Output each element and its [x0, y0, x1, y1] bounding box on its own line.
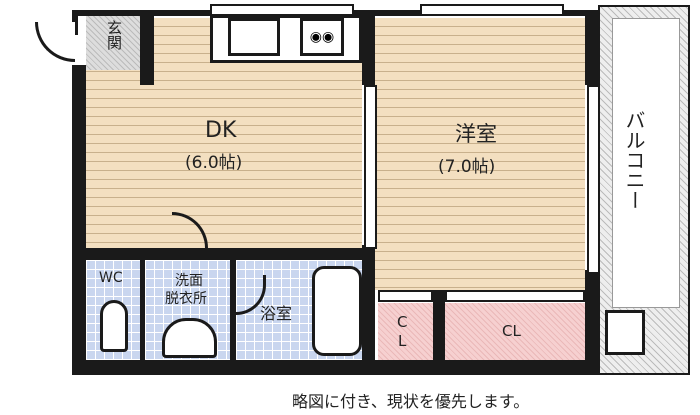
closet-large: [445, 303, 585, 360]
wc-label: WC: [99, 270, 123, 286]
washroom-label-2: 脱衣所: [165, 291, 207, 307]
dk-label: DK: [205, 118, 237, 143]
closet-small-door[interactable]: [378, 290, 433, 302]
washbasin-icon: [162, 318, 217, 358]
balcony-label: バルコニー: [622, 110, 646, 210]
sliding-door-dk-western[interactable]: [364, 85, 377, 249]
closet-large-label: CL: [502, 322, 521, 340]
closet-small: [378, 303, 433, 360]
balcony-window[interactable]: [587, 85, 600, 274]
sink-icon: [228, 18, 280, 56]
western-size: (7.0帖): [438, 157, 496, 177]
stove-icon: ◉◉: [300, 18, 344, 56]
entrance-door[interactable]: [35, 22, 75, 62]
disclaimer-caption: 略図に付き、現状を優先します。: [292, 392, 530, 411]
closet-large-door[interactable]: [445, 290, 585, 302]
western-label: 洋室: [455, 122, 497, 146]
entrance-label: 玄関: [105, 20, 123, 50]
toilet-icon: [100, 300, 128, 352]
entrance-area: [86, 15, 140, 70]
top-window-western[interactable]: [420, 4, 564, 16]
closet-small-label-2: L: [398, 332, 407, 350]
bathtub-icon: [312, 266, 362, 356]
washroom-label-1: 洗面: [175, 273, 203, 289]
top-window[interactable]: [210, 4, 354, 16]
closet-small-label-1: C: [397, 313, 408, 331]
western-room: [375, 18, 585, 290]
wc-room: [86, 260, 140, 360]
air-conditioner-unit-icon: [605, 310, 645, 355]
bath-label: 浴室: [260, 304, 293, 323]
balcony-inner: [612, 18, 680, 308]
dk-size: (6.0帖): [185, 153, 243, 173]
